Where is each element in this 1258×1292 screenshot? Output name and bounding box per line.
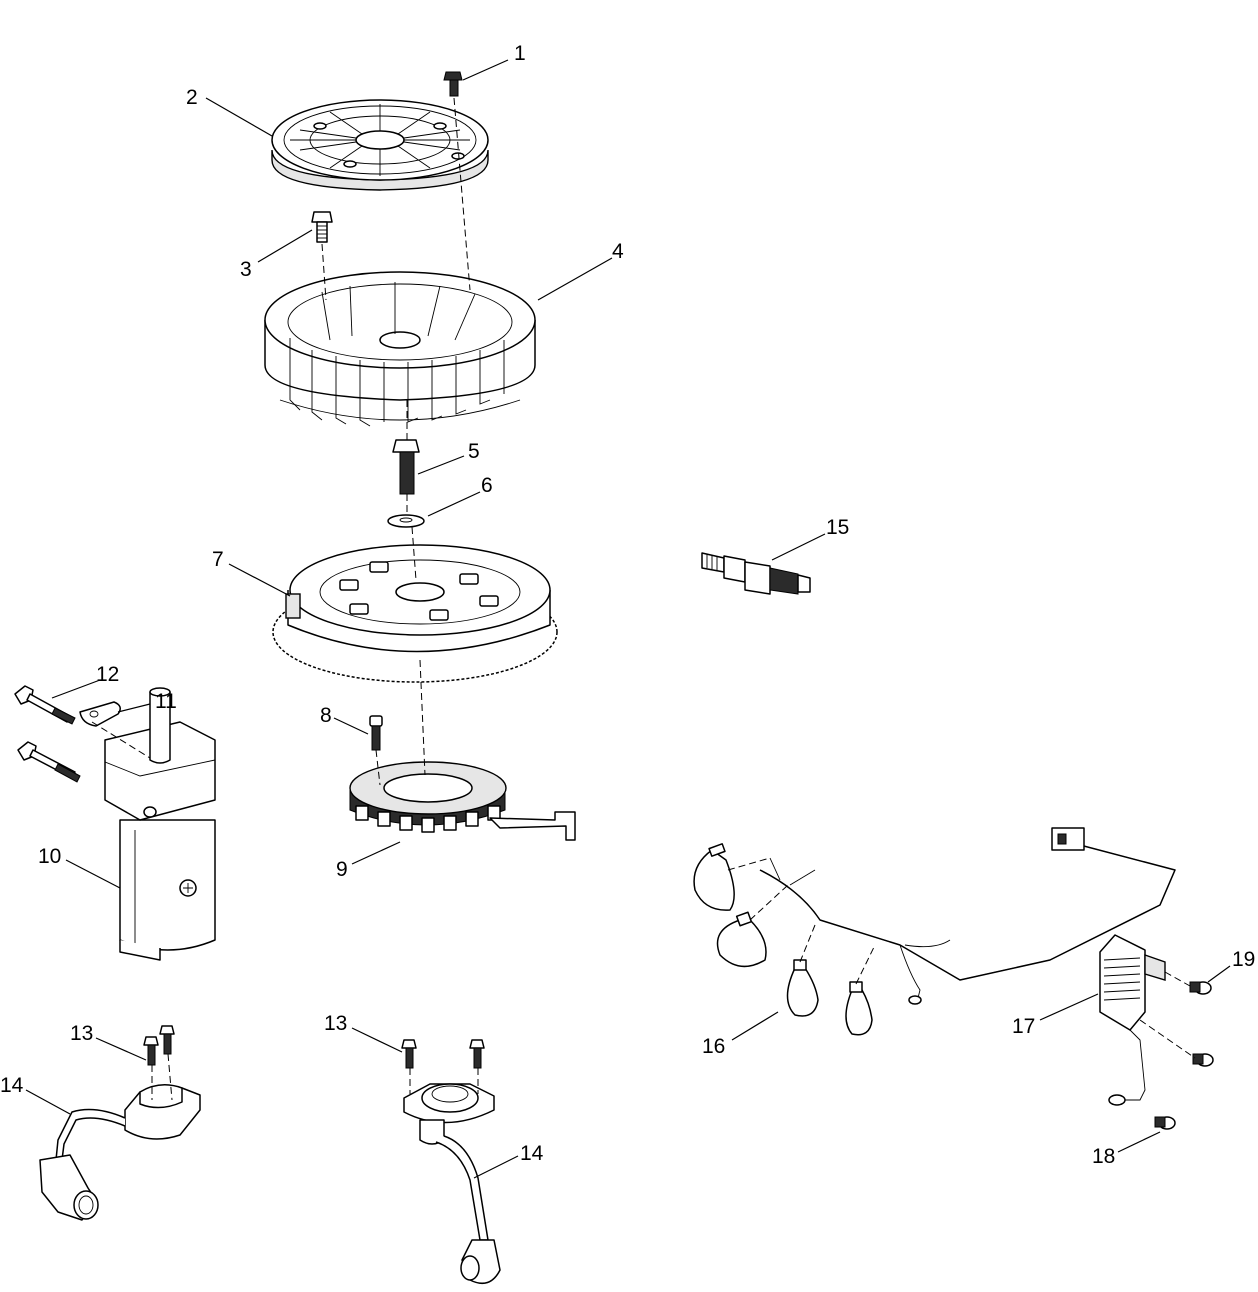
- callout-1: 1: [514, 42, 526, 65]
- part-18-bolt: [1154, 1116, 1176, 1130]
- part-9-stator: [349, 761, 576, 841]
- leader-lines: [25, 59, 1231, 1179]
- callout-19: 19: [1232, 948, 1255, 971]
- part-14-ignition-coil-left: [39, 1084, 201, 1221]
- callout-16: 16: [702, 1035, 725, 1058]
- part-4-flywheel-fan: [264, 271, 536, 427]
- part-14-ignition-coil-center: [403, 1083, 501, 1285]
- part-19-bolt: [1189, 981, 1212, 995]
- part-18-bolt-lower: [1192, 1053, 1214, 1067]
- callout-4: 4: [612, 240, 624, 263]
- callout-3: 3: [240, 258, 252, 281]
- callout-8: 8: [320, 704, 332, 727]
- callout-14-left: 14: [0, 1074, 24, 1097]
- part-17-regulator: [1099, 934, 1166, 1106]
- callout-15: 15: [826, 516, 849, 539]
- part-11-bracket: [79, 701, 121, 727]
- part-8-screw: [369, 715, 383, 751]
- callout-5: 5: [468, 440, 480, 463]
- part-1-screw: [443, 71, 463, 97]
- assembly-lines: [91, 97, 1196, 1101]
- part-12-bolts: [14, 685, 81, 783]
- callout-labels: 1 2 3 4 5 6 7 8 9 10 11 12 13 13 14 14 1…: [0, 42, 1255, 1168]
- part-13-screws-left: [143, 1025, 175, 1066]
- callout-18: 18: [1092, 1145, 1115, 1168]
- part-5-bolt: [392, 439, 420, 495]
- callout-13-center: 13: [324, 1012, 347, 1035]
- callout-13-left: 13: [70, 1022, 93, 1045]
- part-15-spark-plug: [701, 552, 811, 595]
- callout-9: 9: [336, 858, 348, 881]
- part-6-washer: [387, 514, 425, 528]
- part-3-screw: [311, 211, 333, 243]
- part-10-starter-motor: [104, 687, 216, 961]
- callout-10: 10: [38, 845, 61, 868]
- callout-17: 17: [1012, 1015, 1035, 1038]
- callout-14-center: 14: [520, 1142, 544, 1165]
- callout-6: 6: [481, 474, 493, 497]
- part-13-screws-center: [401, 1039, 485, 1069]
- part-16-wire-harness: [693, 827, 1176, 1036]
- callout-7: 7: [212, 548, 224, 571]
- part-7-flywheel: [272, 544, 558, 683]
- part-2-grille-screen: [271, 99, 489, 191]
- callout-12: 12: [96, 663, 119, 686]
- callout-11: 11: [155, 690, 177, 713]
- callout-2: 2: [186, 86, 198, 109]
